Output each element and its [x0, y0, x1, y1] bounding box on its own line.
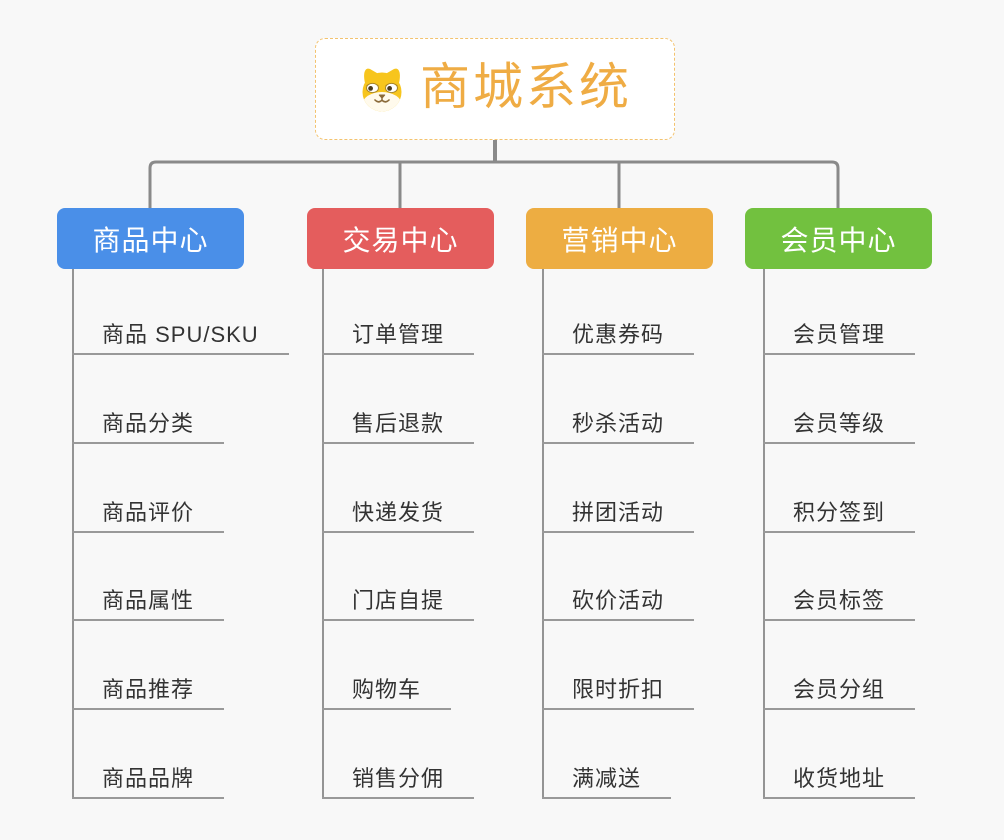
leaf-item-label: 满减送 [572, 766, 642, 791]
root-title: 商城系统 [420, 59, 632, 115]
leaf-item[interactable]: 售后退款 [322, 404, 475, 444]
leaf-item-label: 秒杀活动 [572, 411, 665, 436]
leaf-item[interactable]: 积分签到 [763, 493, 916, 533]
leaf-item-label: 拼团活动 [572, 500, 665, 525]
leaf-item[interactable]: 满减送 [542, 759, 672, 799]
root-node[interactable]: 商城系统 [315, 38, 675, 140]
branch-label: 会员中心 [780, 224, 897, 256]
leaf-item-label: 商品评价 [102, 500, 195, 525]
leaf-item[interactable]: 商品评价 [72, 493, 225, 533]
branch-member-center[interactable]: 会员中心 [745, 208, 932, 269]
leaf-item-label: 会员标签 [793, 588, 886, 613]
connector-bus [148, 160, 840, 210]
leaf-item-label: 快递发货 [352, 500, 445, 525]
dog-face-icon [358, 65, 406, 113]
branch-product-center[interactable]: 商品中心 [57, 208, 244, 269]
leaf-item[interactable]: 会员分组 [763, 670, 916, 710]
leaf-item[interactable]: 会员标签 [763, 581, 916, 621]
leaf-item-label: 限时折扣 [572, 677, 665, 702]
leaf-item-label: 商品分类 [102, 411, 195, 436]
branch-trade-center[interactable]: 交易中心 [307, 208, 494, 269]
branch-spine [322, 269, 324, 799]
leaf-item-label: 门店自提 [352, 588, 445, 613]
leaf-item[interactable]: 商品品牌 [72, 759, 225, 799]
leaf-item[interactable]: 销售分佣 [322, 759, 475, 799]
leaf-item[interactable]: 优惠券码 [542, 315, 695, 355]
leaf-item[interactable]: 砍价活动 [542, 581, 695, 621]
leaf-item[interactable]: 商品 SPU/SKU [72, 315, 289, 355]
leaf-item-label: 会员管理 [793, 322, 886, 347]
leaf-item-label: 积分签到 [793, 500, 886, 525]
branch-spine [72, 269, 74, 799]
leaf-item[interactable]: 商品分类 [72, 404, 225, 444]
branch-marketing-center[interactable]: 营销中心 [526, 208, 713, 269]
leaf-item[interactable]: 拼团活动 [542, 493, 695, 533]
leaf-item[interactable]: 门店自提 [322, 581, 475, 621]
leaf-item[interactable]: 购物车 [322, 670, 452, 710]
branch-label: 交易中心 [342, 224, 459, 256]
leaf-item-label: 收货地址 [793, 766, 886, 791]
leaf-item[interactable]: 收货地址 [763, 759, 916, 799]
leaf-item-label: 购物车 [352, 677, 422, 702]
branch-spine [542, 269, 544, 799]
leaf-item-label: 售后退款 [352, 411, 445, 436]
branch-label: 商品中心 [92, 224, 209, 256]
leaf-item[interactable]: 商品属性 [72, 581, 225, 621]
leaf-item[interactable]: 会员等级 [763, 404, 916, 444]
leaf-item-label: 销售分佣 [352, 766, 445, 791]
branch-spine [763, 269, 765, 799]
leaf-item-label: 砍价活动 [572, 588, 665, 613]
leaf-item[interactable]: 秒杀活动 [542, 404, 695, 444]
leaf-item[interactable]: 订单管理 [322, 315, 475, 355]
leaf-item[interactable]: 限时折扣 [542, 670, 695, 710]
leaf-item-label: 会员等级 [793, 411, 886, 436]
leaf-item-label: 优惠券码 [572, 322, 665, 347]
leaf-item-label: 订单管理 [352, 322, 445, 347]
leaf-item-label: 商品属性 [102, 588, 195, 613]
leaf-item[interactable]: 商品推荐 [72, 670, 225, 710]
leaf-item-label: 商品推荐 [102, 677, 195, 702]
branch-label: 营销中心 [561, 224, 678, 256]
leaf-item-label: 商品 SPU/SKU [102, 322, 259, 347]
leaf-item-label: 商品品牌 [102, 766, 195, 791]
leaf-item-label: 会员分组 [793, 677, 886, 702]
leaf-item[interactable]: 快递发货 [322, 493, 475, 533]
leaf-item[interactable]: 会员管理 [763, 315, 916, 355]
